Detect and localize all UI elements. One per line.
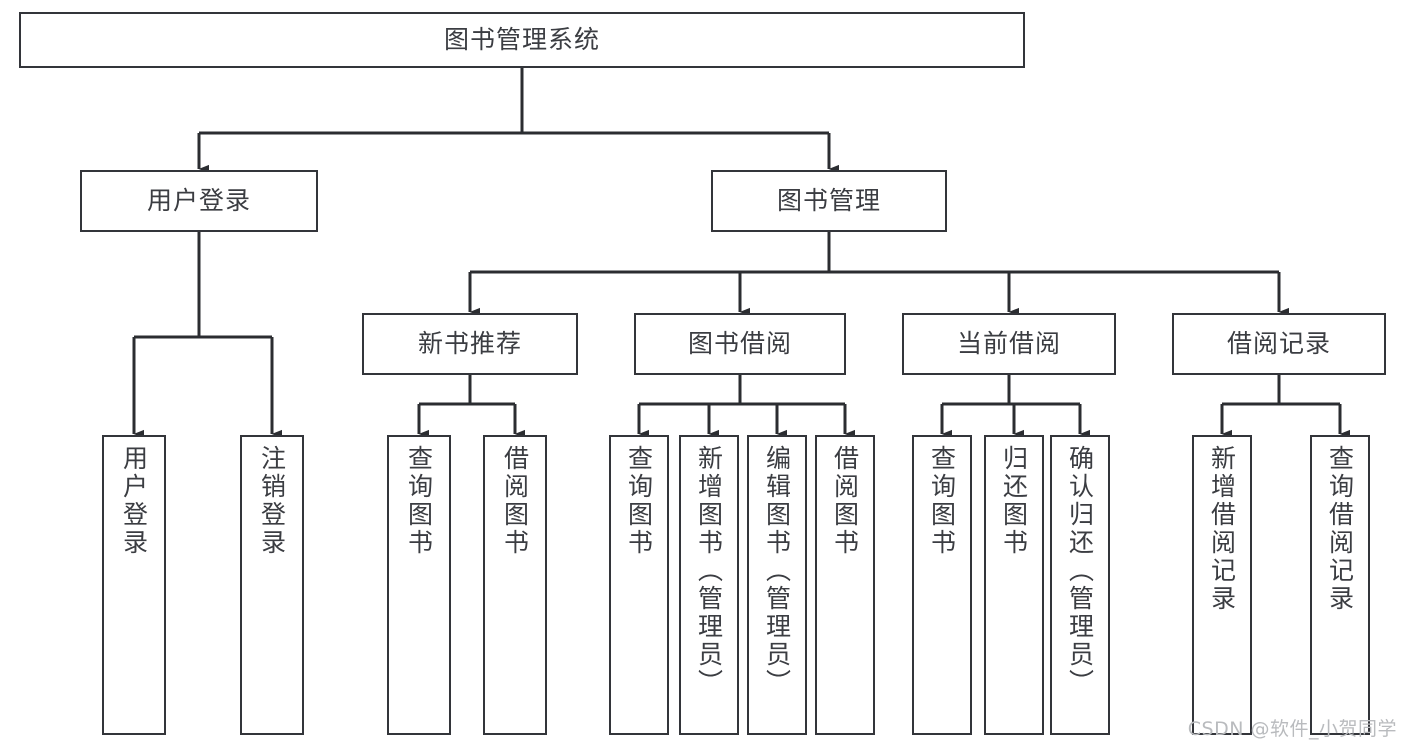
csdn-watermark: CSDN @软件_小贺同学 xyxy=(1187,718,1397,740)
node-label: 图书管理系统 xyxy=(443,25,600,55)
node-leaf-bw-add[interactable]: 新增图书（管理员） xyxy=(679,435,739,735)
node-label: 查询借阅记录 xyxy=(1325,445,1355,613)
node-leaf-user-logout[interactable]: 注销登录 xyxy=(240,435,304,735)
node-label: 借阅图书 xyxy=(830,445,860,557)
node-label: 新增图书（管理员） xyxy=(694,445,724,697)
node-leaf-bw-edit[interactable]: 编辑图书（管理员） xyxy=(747,435,807,735)
node-label: 查询图书 xyxy=(404,445,434,557)
node-leaf-user-login[interactable]: 用户登录 xyxy=(102,435,166,735)
node-label: 查询图书 xyxy=(624,445,654,557)
node-leaf-rec-query[interactable]: 查询借阅记录 xyxy=(1310,435,1370,735)
node-label: 借阅图书 xyxy=(500,445,530,557)
node-bookmgmt[interactable]: 图书管理 xyxy=(711,170,947,232)
node-leaf-nb-query[interactable]: 查询图书 xyxy=(387,435,451,735)
node-label: 当前借阅 xyxy=(956,329,1061,359)
node-leaf-bw-borrow[interactable]: 借阅图书 xyxy=(815,435,875,735)
node-label: 图书管理 xyxy=(776,186,881,216)
node-label: 归还图书 xyxy=(999,445,1029,557)
node-label: 用户登录 xyxy=(146,186,251,216)
node-label: 图书借阅 xyxy=(687,329,792,359)
node-label: 借阅记录 xyxy=(1226,329,1331,359)
node-login[interactable]: 用户登录 xyxy=(80,170,318,232)
node-root[interactable]: 图书管理系统 xyxy=(19,12,1025,68)
node-newbooks[interactable]: 新书推荐 xyxy=(362,313,578,375)
node-label: 新书推荐 xyxy=(417,329,522,359)
node-current[interactable]: 当前借阅 xyxy=(902,313,1116,375)
node-label: 确认归还（管理员） xyxy=(1065,445,1095,697)
node-label: 新增借阅记录 xyxy=(1207,445,1237,613)
node-records[interactable]: 借阅记录 xyxy=(1172,313,1386,375)
node-label: 查询图书 xyxy=(927,445,957,557)
node-leaf-cur-return[interactable]: 归还图书 xyxy=(984,435,1044,735)
node-label: 注销登录 xyxy=(257,445,287,557)
node-leaf-cur-confirm[interactable]: 确认归还（管理员） xyxy=(1050,435,1110,735)
node-leaf-cur-query[interactable]: 查询图书 xyxy=(912,435,972,735)
node-leaf-nb-borrow[interactable]: 借阅图书 xyxy=(483,435,547,735)
node-label: 编辑图书（管理员） xyxy=(762,445,792,697)
node-borrow[interactable]: 图书借阅 xyxy=(634,313,846,375)
node-leaf-rec-add[interactable]: 新增借阅记录 xyxy=(1192,435,1252,735)
node-leaf-bw-query[interactable]: 查询图书 xyxy=(609,435,669,735)
node-label: 用户登录 xyxy=(119,445,149,557)
